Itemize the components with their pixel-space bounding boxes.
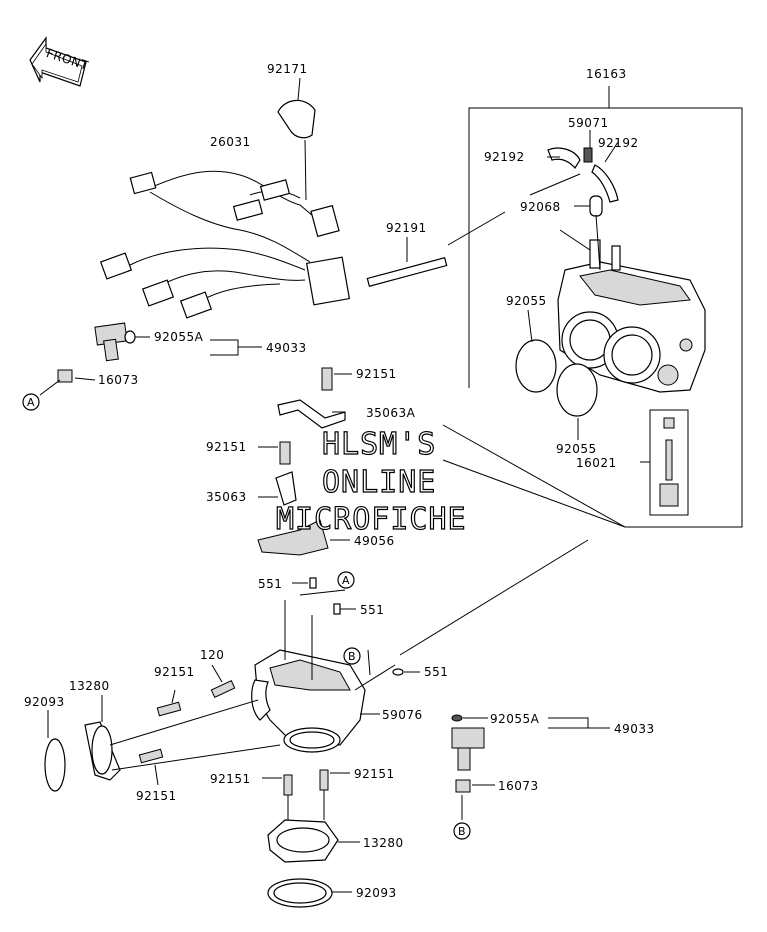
sensor-16021 [640,409,689,516]
watermark-line-2: ONLINE [322,465,436,500]
injector-bottom [451,714,610,820]
screw-120-icon [210,680,236,698]
callout-b-bottom-text: B [458,825,466,838]
label-59071: 59071 [568,116,609,130]
label-92191: 92191 [386,221,427,235]
connector-icon [179,291,213,319]
fitting-59071-icon [583,147,593,163]
label-16021: 16021 [576,456,617,470]
vacuum-hoses [529,130,619,271]
wiring-harness [99,170,351,319]
connector-icon [99,252,133,280]
label-92151-bottom-left: 92151 [210,772,251,786]
label-92093-bottom: 92093 [356,886,397,900]
label-92055A-bottom: 92055A [490,712,540,726]
label-92151-left-bottom: 92151 [136,789,177,803]
label-59076: 59076 [382,708,423,722]
label-16073-top: 16073 [98,373,139,387]
label-92151-bottom-right: 92151 [354,767,395,781]
bolt-icon [283,774,293,796]
label-16163: 16163 [586,67,627,81]
label-13280-left: 13280 [69,679,110,693]
left-seals [44,689,281,792]
label-92151-top: 92151 [356,367,397,381]
callout-b-center: B [343,647,361,665]
label-35063A: 35063A [366,406,416,420]
bottom-seals [262,769,360,908]
label-92093-left: 92093 [24,695,65,709]
front-arrow: FRONT [29,36,90,87]
connector-icon [141,279,175,307]
label-49056: 49056 [354,534,395,548]
callout-b-bottom: B [453,822,471,840]
throttle-assembly-box [442,86,743,528]
watermark: HLSM'S ONLINE MICROFICHE [275,426,467,537]
label-92055A-top: 92055A [154,330,204,344]
bolt-icon [319,769,329,791]
label-551-b: 551 [360,603,384,617]
bolt-icon [279,441,291,465]
label-35063: 35063 [206,490,247,504]
label-26031: 26031 [210,135,251,149]
label-49033-top: 49033 [266,341,307,355]
watermark-line-3: MICROFICHE [276,502,467,537]
cap-16073-icon [455,779,471,793]
cap-16073-icon [57,369,73,383]
main-connector-icon [305,256,351,306]
watermark-line-1: HLSM'S [322,427,436,462]
clamp-92171 [277,77,316,201]
callout-b-center-text: B [348,650,356,663]
throttle-body [557,239,706,393]
connector-icon [310,204,340,238]
o-rings-top [515,309,598,440]
label-551-a: 551 [258,577,282,591]
bracket-assembly [257,367,356,615]
label-92055-bottom: 92055 [556,442,597,456]
label-92055-top: 92055 [506,294,547,308]
label-49033-bottom: 49033 [614,722,655,736]
label-120: 120 [200,648,224,662]
bolt-icon [156,701,182,717]
callout-a-left: A [22,393,40,411]
label-16073-bottom: 16073 [498,779,539,793]
connector-icon [129,171,157,195]
connector-icon [232,199,264,221]
callout-a-center: A [337,571,355,589]
label-13280-bottom: 13280 [363,836,404,850]
label-92151-left-top: 92151 [154,665,195,679]
cap-92068-icon [589,195,603,217]
label-551-c: 551 [424,665,448,679]
label-92192-left: 92192 [484,150,525,164]
fitting-49056-icon [257,519,329,556]
shaft-92191 [366,211,506,287]
bolt-icon [321,367,333,391]
label-92068: 92068 [520,200,561,214]
bolt-icon [138,748,164,764]
connector-icon [259,179,291,201]
label-92151-mid: 92151 [206,440,247,454]
callout-a-center-text: A [342,574,350,587]
lower-throttle-body [210,539,589,753]
label-92171: 92171 [267,62,308,76]
label-92192-right: 92192 [598,136,639,150]
injector-top [39,322,262,396]
callout-a-left-text: A [27,396,35,409]
